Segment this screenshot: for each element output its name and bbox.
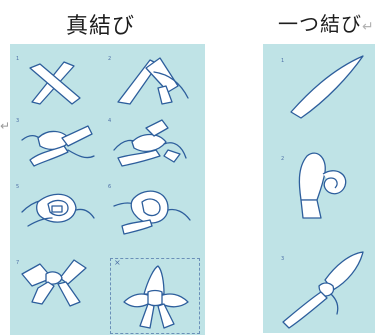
title-shinmusubi: 真結び — [66, 14, 136, 39]
step-label-5: 5 — [16, 184, 20, 190]
step-label-7: 7 — [16, 260, 20, 266]
square-knot-panel: 1 2 3 4 5 6 — [10, 44, 205, 335]
step-label-2: 2 — [108, 56, 112, 62]
result-highlight-box — [110, 258, 200, 334]
step-4-illustration — [113, 119, 187, 167]
single-step-3-illustration — [282, 251, 364, 329]
step-label-3: 3 — [16, 118, 20, 124]
step-5-illustration — [21, 193, 95, 227]
step-label-6: 6 — [108, 184, 112, 190]
step-1-illustration — [29, 61, 81, 105]
single-step-label-1: 1 — [281, 58, 285, 64]
step-label-1: 1 — [16, 56, 20, 62]
single-step-label-2: 2 — [281, 156, 285, 162]
title-hitotsumusubi: 一つ結び↵ — [278, 8, 375, 37]
title-hitotsumusubi-text: 一つ結び — [278, 12, 362, 36]
step-7-illustration — [21, 259, 87, 307]
step-3-illustration — [21, 125, 95, 167]
result-marker: × — [114, 258, 121, 267]
step-8-illustration — [123, 265, 189, 329]
step-2-illustration — [117, 57, 189, 105]
side-return-mark: ↵ — [0, 119, 11, 133]
single-knot-panel: 1 2 3 — [263, 44, 375, 333]
single-step-1-illustration — [290, 55, 364, 119]
single-step-2-illustration — [298, 152, 347, 219]
return-mark: ↵ — [362, 19, 375, 35]
step-6-illustration — [113, 190, 191, 235]
step-label-4: 4 — [108, 118, 112, 124]
single-step-label-3: 3 — [281, 256, 285, 262]
